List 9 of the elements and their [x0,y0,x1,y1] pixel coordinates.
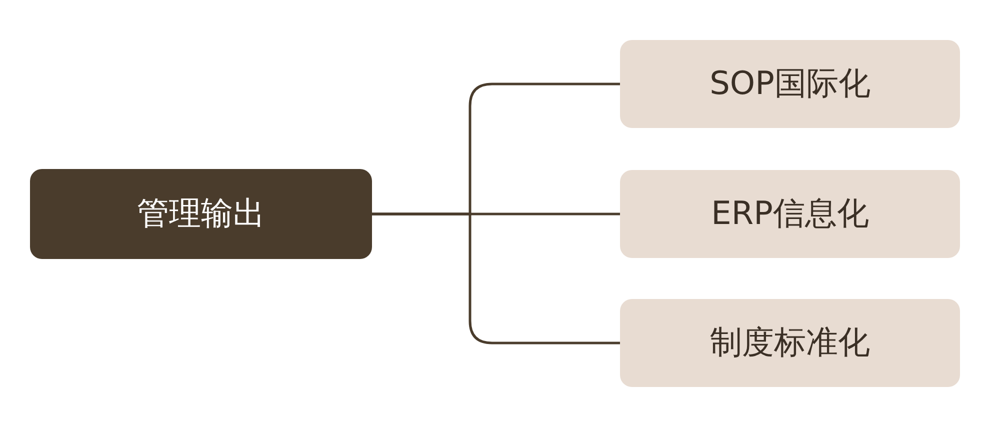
topic-label: 制度标准化 [710,322,870,363]
branch-topic-box [620,40,960,128]
topic-label: ERP信息化 [711,193,869,234]
topic-label: SOP国际化 [710,63,870,104]
connector-line [372,212,620,344]
branch-topic-box [620,299,960,387]
root-topic-box [30,169,372,259]
branch-topic-box [620,170,960,258]
topic-label: 管理输出 [137,193,265,234]
